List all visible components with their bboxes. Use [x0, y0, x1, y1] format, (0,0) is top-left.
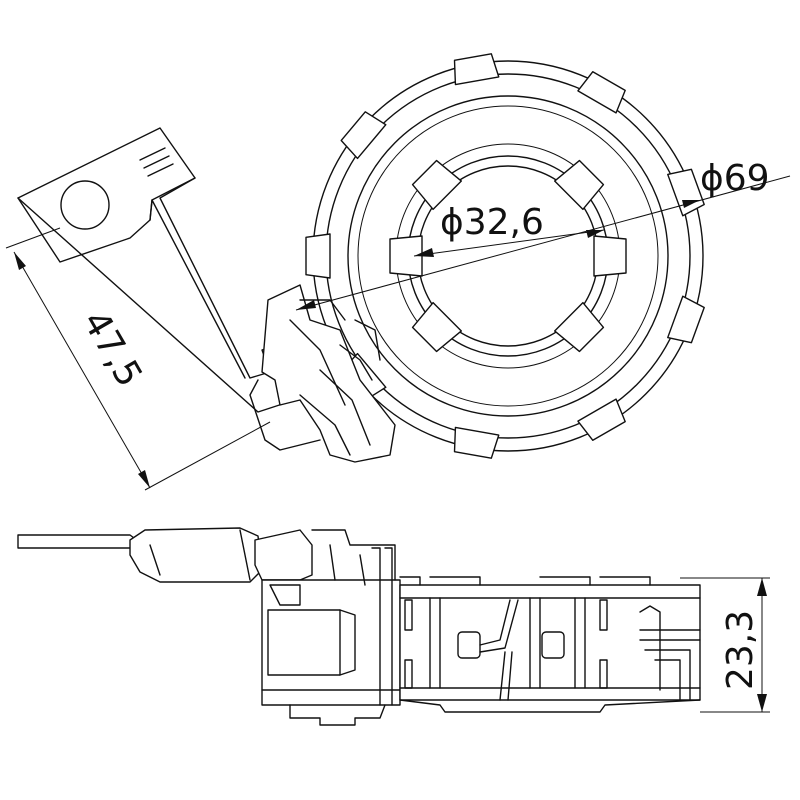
side-terminal-strip: [17, 527, 263, 583]
inner-tab: [593, 235, 627, 277]
arm-length-label: 47,5: [74, 304, 150, 394]
outer-tab: [340, 111, 387, 160]
side-main-body: [399, 576, 701, 713]
outer-tab: [453, 53, 500, 86]
outer-diameter-label: ϕ69: [700, 158, 770, 199]
side-connector-block: [254, 529, 401, 726]
top-view: ϕ69 ϕ32,6 47,5: [5, 53, 791, 491]
dimension-inner-diameter: ϕ32,6: [413, 202, 605, 257]
height-label: 23,3: [720, 610, 761, 690]
dimension-outer-diameter: ϕ69: [295, 158, 791, 311]
outer-tab: [577, 71, 626, 114]
inner-tabs: [389, 159, 627, 353]
outer-tab: [305, 233, 331, 279]
outer-tab: [667, 168, 705, 217]
connector-clip: [249, 284, 396, 463]
outer-ring: [312, 60, 704, 452]
inner-tab: [389, 235, 423, 277]
inner-tab: [553, 301, 605, 353]
outer-tab: [667, 295, 705, 344]
outer-tab: [577, 398, 626, 441]
inner-diameter-label: ϕ32,6: [440, 202, 544, 243]
inner-tab: [411, 159, 463, 211]
inner-tab: [411, 301, 463, 353]
outer-tabs: [305, 53, 705, 459]
side-view: 23,3: [17, 527, 770, 726]
dimension-height: 23,3: [680, 577, 770, 713]
inner-tab: [553, 159, 605, 211]
outer-tab: [453, 426, 500, 459]
